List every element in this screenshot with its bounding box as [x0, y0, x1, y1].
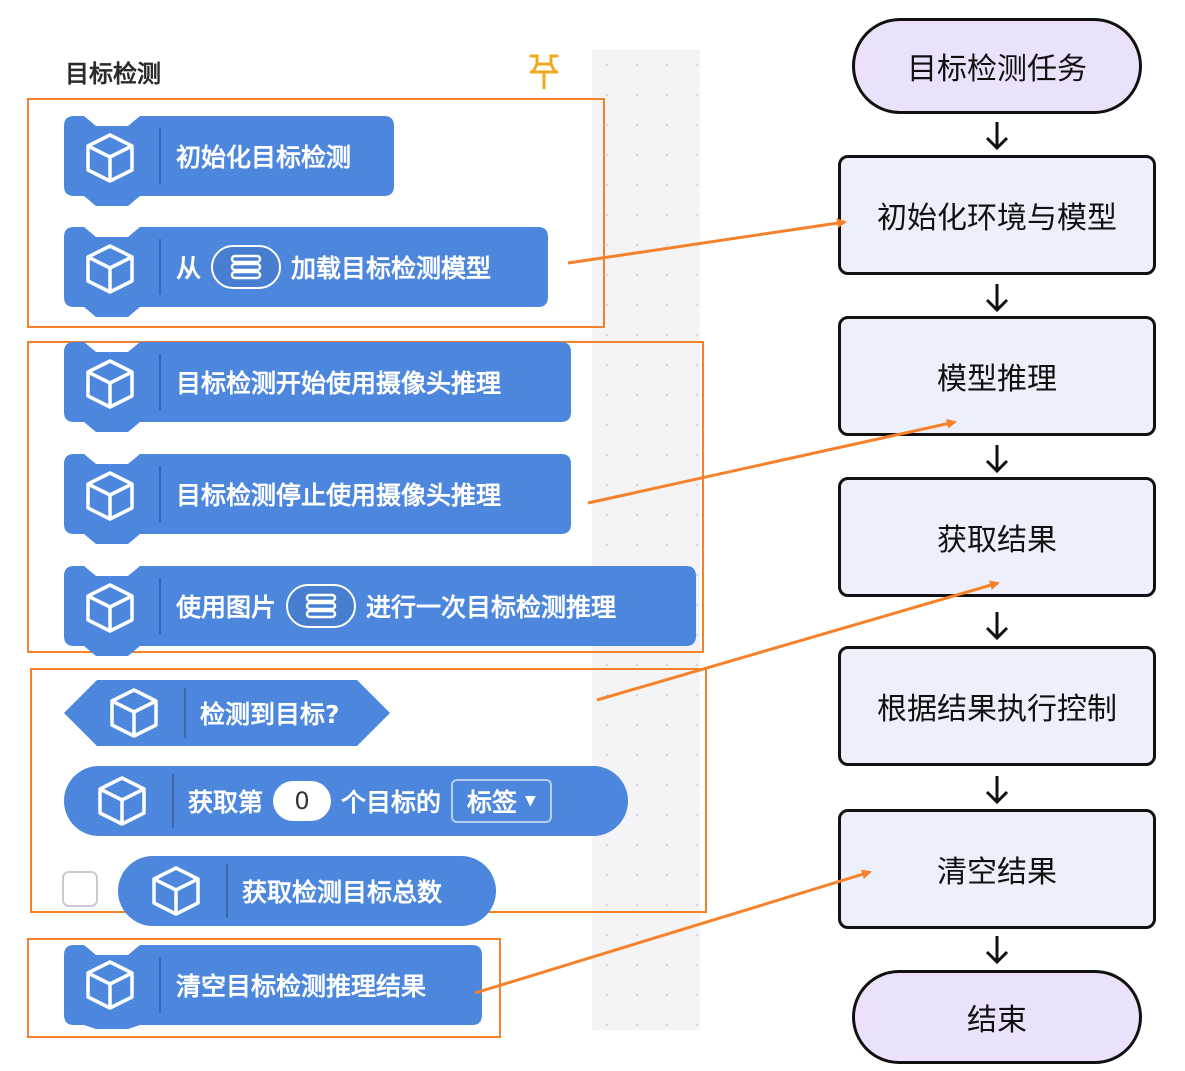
cube-icon: [152, 866, 200, 916]
monitor-checkbox[interactable]: [62, 871, 98, 907]
block-label: 清空目标检测推理结果: [176, 972, 427, 1001]
block-separator: [184, 688, 186, 738]
block-label: 初始化目标检测: [176, 143, 352, 172]
block-clear-results[interactable]: 清空目标检测推理结果: [64, 945, 482, 1029]
flow-step-3: 获取结果: [838, 477, 1156, 597]
group-init: [27, 98, 605, 328]
block-separator: [159, 578, 161, 634]
flow-step-4: 根据结果执行控制: [838, 646, 1156, 766]
block-separator: [172, 774, 174, 828]
flow-end: 结束: [852, 970, 1142, 1064]
block-shape: [64, 454, 571, 544]
block-label-prefix: 从: [176, 254, 202, 283]
block-label: 目标检测开始使用摄像头推理: [176, 369, 502, 398]
block-load-model[interactable]: 从 加载目标检测模型: [64, 227, 548, 321]
block-separator: [159, 466, 161, 522]
block-detected-boolean[interactable]: 检测到目标?: [64, 680, 390, 746]
list-input-slot[interactable]: [211, 245, 282, 289]
cube-icon: [86, 471, 134, 521]
flow-step-2: 模型推理: [838, 316, 1156, 436]
block-get-target-field[interactable]: 获取第 0 个目标的 标签 ▼: [64, 766, 628, 836]
block-shape: [64, 766, 628, 836]
list-icon: [230, 254, 262, 280]
block-label: 目标检测停止使用摄像头推理: [176, 481, 502, 510]
block-label-suffix: 进行一次目标检测推理: [366, 593, 617, 622]
block-label-prefix: 获取第: [188, 788, 264, 817]
flow-start: 目标检测任务: [852, 18, 1142, 114]
block-label: 检测到目标?: [200, 700, 340, 729]
block-separator: [226, 864, 228, 918]
block-shape: [64, 566, 696, 656]
cube-icon: [86, 244, 134, 294]
down-arrow-icon: [985, 284, 1009, 313]
down-arrow-icon: [985, 936, 1009, 965]
block-separator: [159, 957, 161, 1013]
block-image-inference[interactable]: 使用图片 进行一次目标检测推理: [64, 566, 696, 660]
block-shape: [64, 342, 571, 432]
flow-step-1: 初始化环境与模型: [838, 155, 1156, 275]
caret-down-icon: ▼: [525, 793, 536, 809]
workspace-canvas[interactable]: [592, 50, 700, 1030]
block-stop-camera[interactable]: 目标检测停止使用摄像头推理: [64, 454, 571, 548]
flow-step-5: 清空结果: [838, 809, 1156, 929]
block-label: 获取检测目标总数: [242, 878, 443, 907]
block-separator: [159, 354, 161, 410]
block-shape: [64, 227, 548, 317]
pin-icon[interactable]: [527, 52, 561, 90]
down-arrow-icon: [985, 776, 1009, 805]
cube-icon: [86, 359, 134, 409]
field-dropdown-value: 标签: [467, 788, 518, 817]
target-index-input[interactable]: 0: [273, 781, 332, 821]
block-shape: [118, 856, 496, 926]
cube-icon: [98, 776, 146, 826]
cube-icon: [86, 960, 134, 1010]
block-separator: [159, 239, 161, 295]
block-shape: [64, 116, 394, 206]
category-title: 目标检测: [65, 60, 161, 88]
down-arrow-icon: [985, 445, 1009, 474]
block-label-mid: 个目标的: [341, 788, 442, 817]
image-input-slot[interactable]: [286, 584, 357, 628]
field-dropdown[interactable]: 标签 ▼: [451, 779, 552, 823]
down-arrow-icon: [985, 122, 1009, 151]
cube-icon: [110, 688, 158, 738]
block-start-camera[interactable]: 目标检测开始使用摄像头推理: [64, 342, 571, 436]
block-shape: [64, 945, 482, 1029]
list-icon: [305, 593, 337, 619]
cube-icon: [86, 133, 134, 183]
down-arrow-icon: [985, 612, 1009, 641]
block-label-prefix: 使用图片: [176, 593, 277, 622]
block-target-count[interactable]: 获取检测目标总数: [118, 856, 496, 926]
block-separator: [159, 128, 161, 184]
block-label-suffix: 加载目标检测模型: [291, 254, 492, 283]
block-init-detection[interactable]: 初始化目标检测: [64, 116, 394, 210]
cube-icon: [86, 583, 134, 633]
